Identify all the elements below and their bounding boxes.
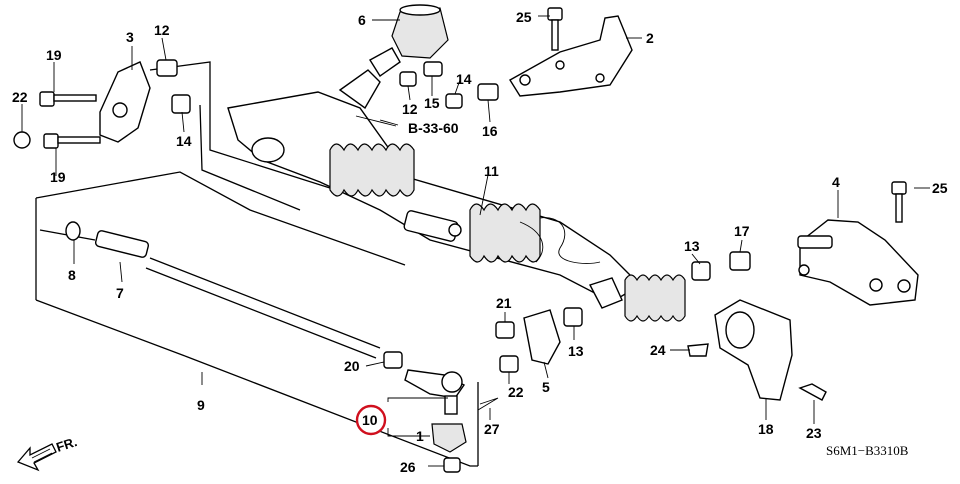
dust-boot — [391, 4, 449, 59]
callout-13: 13 — [568, 343, 584, 359]
callout-14: 14 — [176, 133, 192, 149]
ref-label: B-33-60 — [408, 120, 459, 136]
heat-shield — [714, 299, 793, 401]
callout-19: 19 — [50, 169, 66, 185]
group-outline — [35, 61, 479, 467]
callout-5: 5 — [542, 379, 550, 395]
callout-2: 2 — [646, 30, 654, 46]
callout-labels: 6 25 2 3 12 19 22 19 14 12 15 14 16 B-33… — [12, 9, 948, 475]
callout-25: 25 — [932, 180, 948, 196]
callout-26: 26 — [400, 459, 416, 475]
callout-12: 12 — [402, 101, 418, 117]
callout-12: 12 — [154, 22, 170, 38]
highlight-part-10[interactable]: 10 — [355, 404, 387, 436]
callout-25: 25 — [516, 9, 532, 25]
callout-8: 8 — [68, 267, 76, 283]
callout-10: 10 — [362, 412, 378, 428]
callout-13: 13 — [684, 238, 700, 254]
callout-24: 24 — [650, 342, 666, 358]
callout-22: 22 — [508, 384, 524, 400]
callout-1: 1 — [416, 428, 424, 444]
direction-label: FR. — [54, 434, 79, 455]
callout-22: 22 — [12, 89, 28, 105]
callout-7: 7 — [116, 285, 124, 301]
callout-15: 15 — [424, 95, 440, 111]
callout-6: 6 — [358, 12, 366, 28]
callout-3: 3 — [126, 29, 134, 45]
diagram-code: S6M1−B3310B — [826, 443, 909, 458]
leader-lines — [21, 15, 930, 467]
callout-14: 14 — [456, 71, 472, 87]
fasteners — [13, 7, 907, 473]
callout-23: 23 — [806, 425, 822, 441]
callout-20: 20 — [344, 358, 360, 374]
callout-19: 19 — [46, 47, 62, 63]
callout-21: 21 — [496, 295, 512, 311]
steering-rack — [227, 47, 686, 322]
right-bracket — [509, 15, 633, 97]
tie-rod — [94, 230, 467, 453]
left-bracket — [99, 61, 151, 143]
callout-11: 11 — [484, 163, 499, 179]
front-direction-arrow: FR. — [16, 434, 79, 472]
callout-27: 27 — [484, 421, 500, 437]
callout-17: 17 — [734, 223, 750, 239]
callout-4: 4 — [832, 174, 840, 190]
rack-mount — [797, 219, 919, 306]
callout-9: 9 — [197, 397, 205, 413]
callout-16: 16 — [482, 123, 498, 139]
callout-18: 18 — [758, 421, 774, 437]
